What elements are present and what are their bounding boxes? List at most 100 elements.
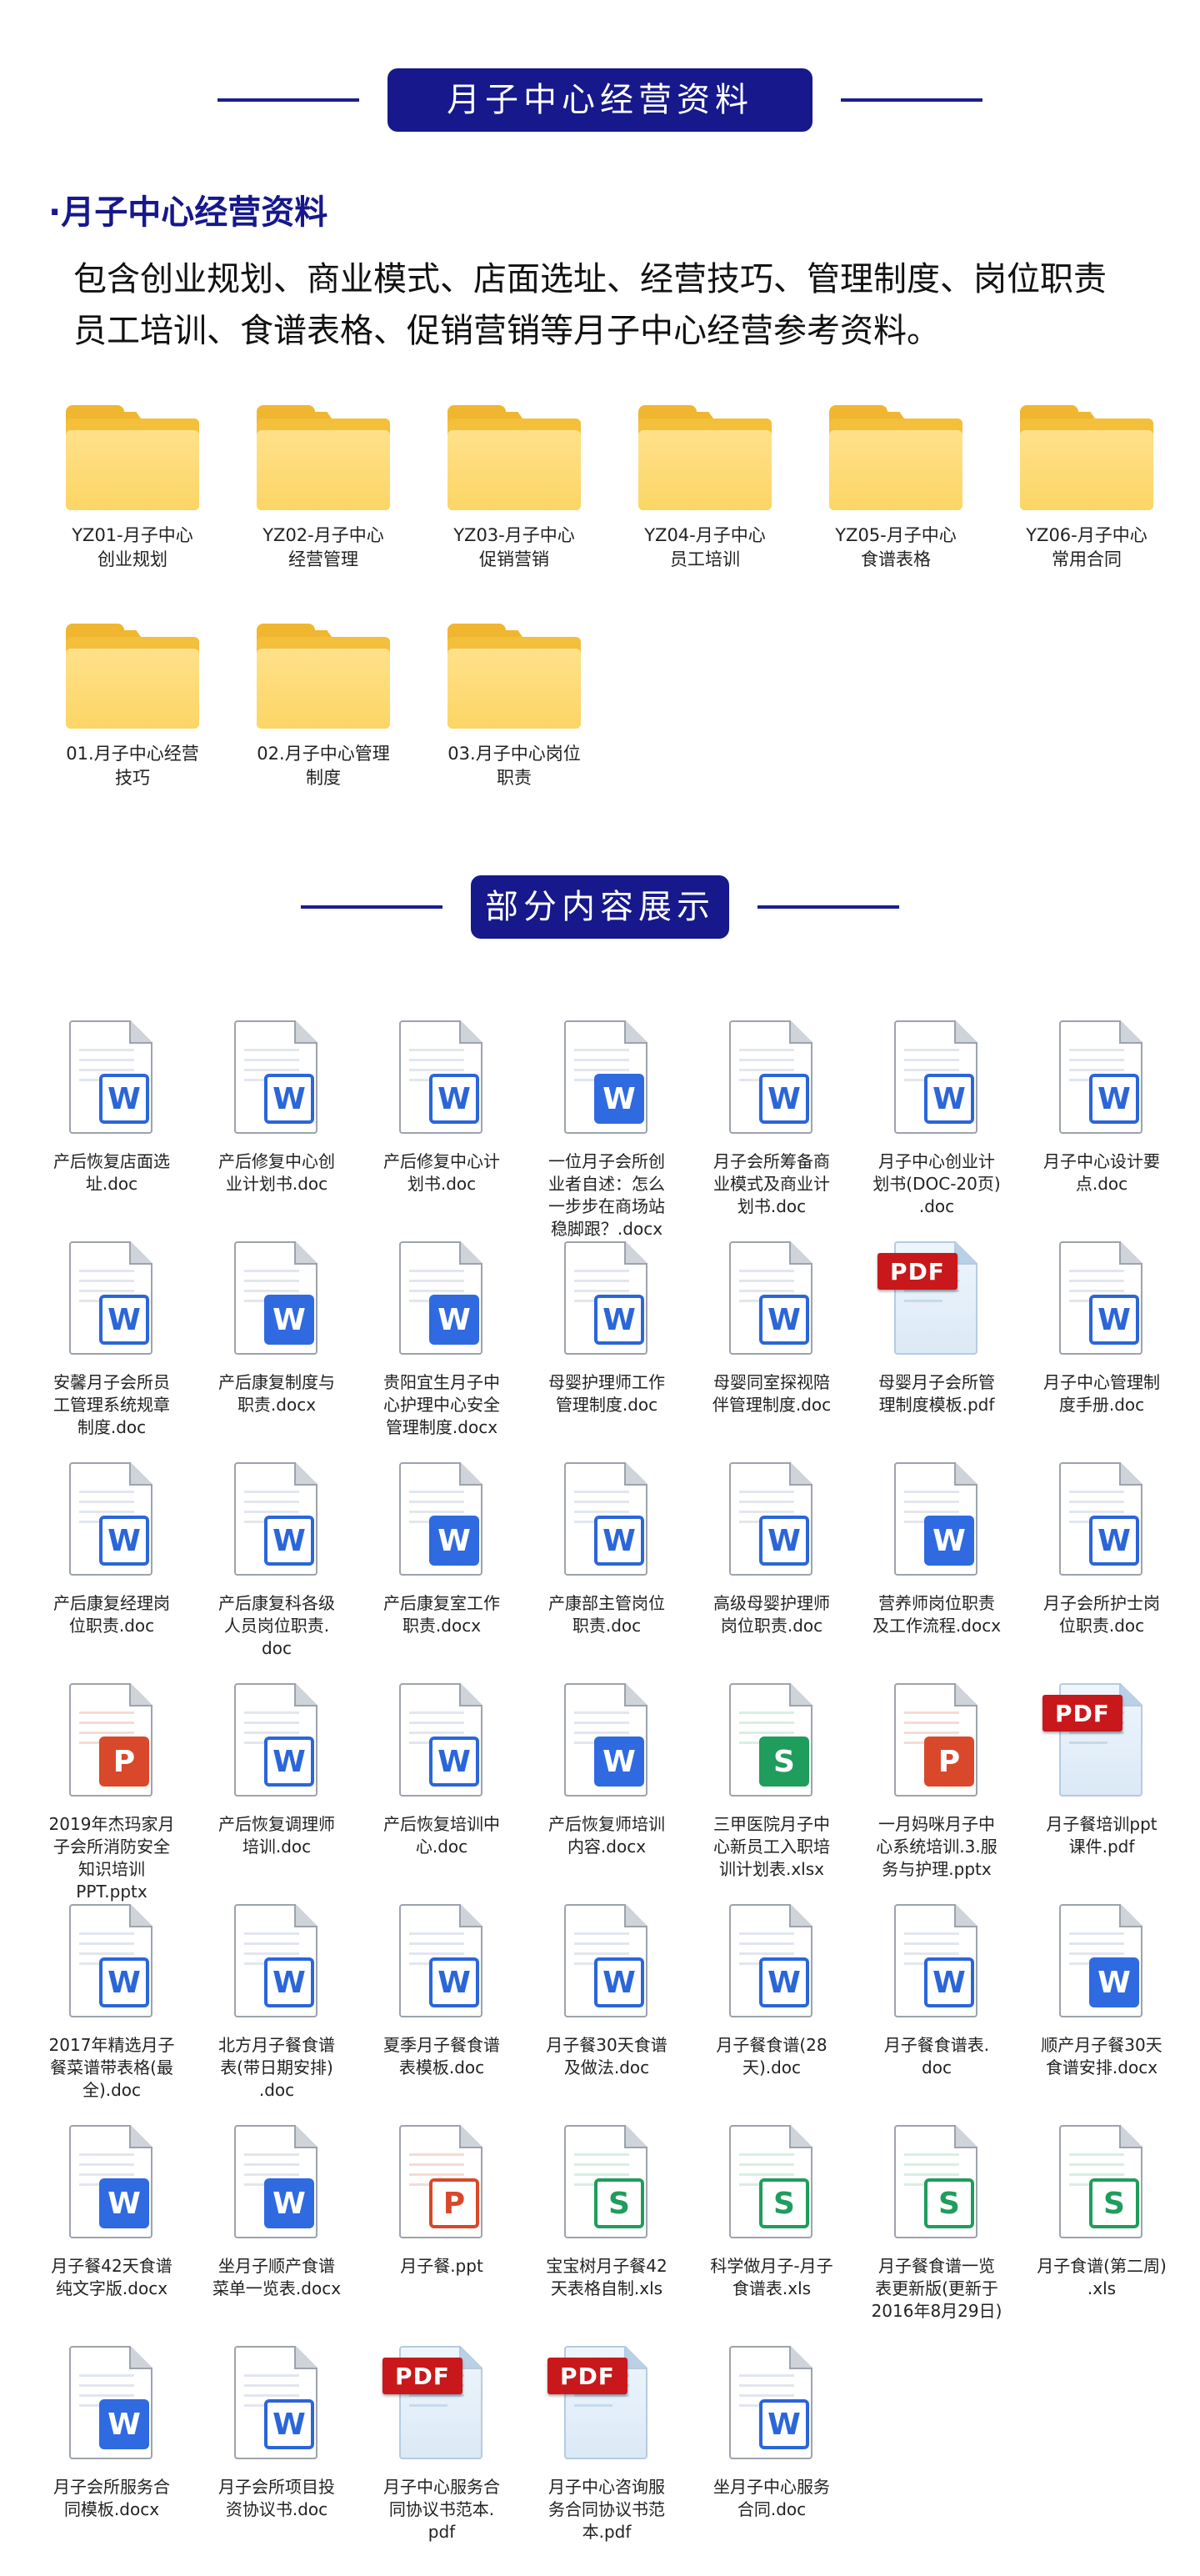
folder-label-line: 03.月子中心岗位 xyxy=(448,744,581,764)
file-name-line: 母婴护理师工作 xyxy=(548,1372,665,1392)
file-name-line: doc xyxy=(922,2057,952,2077)
file-name-line: 贵阳宜生月子中 xyxy=(383,1372,500,1392)
file-name: 产后修复中心计划书.doc xyxy=(365,1150,518,1195)
intro-line: 包含创业规划、商业模式、店面选址、经营技巧、管理制度、岗位职责 xyxy=(73,260,1107,298)
folder-item[interactable]: 01.月子中心经营技巧 xyxy=(41,624,224,790)
file-name: 产后康复制度与职责.docx xyxy=(200,1371,353,1416)
header-line-right xyxy=(758,905,899,909)
folder-item[interactable]: YZ05-月子中心食谱表格 xyxy=(804,405,988,572)
file-type-badge: W xyxy=(264,2178,314,2228)
section-header-preview: 部分内容展示 xyxy=(0,875,1200,939)
word-doc-icon: W xyxy=(222,1681,331,1807)
file-item[interactable]: W 产后修复中心创业计划书.doc xyxy=(200,1019,353,1195)
folder-icon xyxy=(66,405,199,510)
powerpoint-icon: P xyxy=(58,1681,166,1807)
word-doc-icon: W xyxy=(882,1902,991,2027)
file-name-line: 位职责.doc xyxy=(1058,1616,1145,1636)
file-name-line: 心护理中心安全 xyxy=(383,1395,500,1415)
folder-item[interactable]: 03.月子中心岗位职责 xyxy=(422,624,606,790)
word-doc-icon: W xyxy=(222,1019,331,1144)
folder-item[interactable]: YZ06-月子中心常用合同 xyxy=(995,405,1178,572)
file-type-badge: W xyxy=(99,2399,149,2449)
folder-item[interactable]: 02.月子中心管理制度 xyxy=(232,624,415,790)
word-doc-icon: W xyxy=(222,2344,331,2469)
folder-item[interactable]: YZ04-月子中心员工培训 xyxy=(613,405,797,572)
file-name-line: 月子中心咨询服 xyxy=(548,2477,665,2497)
file-name: 产后修复中心创业计划书.doc xyxy=(200,1150,353,1195)
file-name-line: 月子会所项目投 xyxy=(218,2477,335,2497)
folder-label-line: YZ05-月子中心 xyxy=(835,525,957,545)
word-doc-icon: W xyxy=(1048,1240,1156,1365)
file-type-badge: W xyxy=(429,1957,479,2007)
folder-label-line: YZ06-月子中心 xyxy=(1026,525,1148,545)
folder-item[interactable]: YZ02-月子中心经营管理 xyxy=(232,405,415,572)
file-name-line: 一位月子会所创 xyxy=(548,1151,665,1171)
file-name-line: 营养师岗位职责 xyxy=(878,1593,995,1613)
file-name-line: 岗位职责.doc xyxy=(720,1616,823,1636)
pdf-icon: PDF xyxy=(548,2344,661,2469)
folder-label-line: 02.月子中心管理 xyxy=(257,744,390,764)
file-name-line: 产后恢复调理师 xyxy=(218,1814,335,1834)
word-doc-icon: W xyxy=(552,1240,661,1365)
file-type-badge: W xyxy=(99,1295,149,1345)
word-docx-icon: W xyxy=(1048,1902,1156,2027)
folder-item[interactable]: YZ01-月子中心创业规划 xyxy=(41,405,224,572)
file-name: 产后康复经理岗位职责.doc xyxy=(35,1592,188,1637)
file-name-line: 划书.doc xyxy=(407,1174,477,1194)
file-type-badge: W xyxy=(594,1074,644,1124)
folder-item[interactable]: YZ03-月子中心促销营销 xyxy=(422,405,606,572)
powerpoint-icon: P xyxy=(882,1681,991,1807)
word-doc-icon: W xyxy=(58,1902,166,2027)
pdf-icon: PDF xyxy=(1042,1681,1156,1807)
file-name-line: 食谱安排.docx xyxy=(1045,2057,1158,2077)
